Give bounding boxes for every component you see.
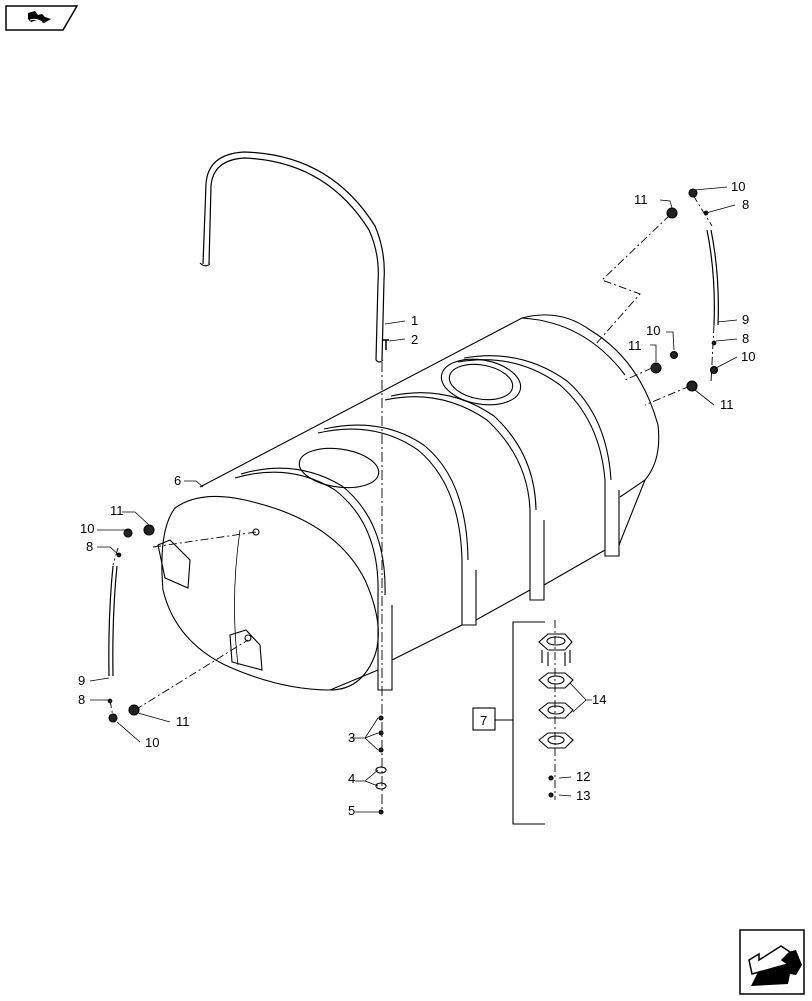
callout-9[interactable]: 9	[742, 312, 749, 327]
callout-13[interactable]: 13	[576, 788, 590, 803]
callout-2[interactable]: 2	[411, 332, 418, 347]
next-page-arrow-icon	[739, 929, 805, 995]
callout-9[interactable]: 9	[78, 673, 85, 688]
callout-1[interactable]: 1	[411, 313, 418, 328]
callout-8[interactable]: 8	[86, 539, 93, 554]
callout-4[interactable]: 4	[348, 771, 355, 786]
callout-11[interactable]: 11	[110, 503, 124, 518]
callout-11[interactable]: 11	[720, 397, 734, 412]
tank-part	[157, 314, 660, 691]
callout-11[interactable]: 11	[628, 338, 642, 353]
sump-fitting-part	[538, 633, 574, 749]
callout-10[interactable]: 10	[741, 349, 755, 364]
callout-8[interactable]: 8	[78, 692, 85, 707]
callout-10[interactable]: 10	[80, 521, 94, 536]
callout-5[interactable]: 5	[348, 803, 355, 818]
callout-12[interactable]: 12	[576, 769, 590, 784]
callout-8[interactable]: 8	[742, 331, 749, 346]
callout-11[interactable]: 11	[634, 192, 648, 207]
callout-7[interactable]: 7	[480, 713, 487, 728]
return-to-index-button[interactable]	[4, 4, 79, 32]
callout-8[interactable]: 8	[742, 197, 749, 212]
callout-10[interactable]: 10	[145, 735, 159, 750]
next-page-button[interactable]	[738, 928, 806, 996]
callout-11[interactable]: 11	[176, 714, 190, 729]
return-to-index-icon	[5, 5, 79, 31]
callout-3[interactable]: 3	[348, 730, 355, 745]
callout-10[interactable]: 10	[731, 179, 745, 194]
hoop-strap-part	[199, 151, 385, 363]
callout-14[interactable]: 14	[592, 692, 606, 707]
callout-10[interactable]: 10	[646, 323, 660, 338]
callout-6[interactable]: 6	[174, 473, 181, 488]
